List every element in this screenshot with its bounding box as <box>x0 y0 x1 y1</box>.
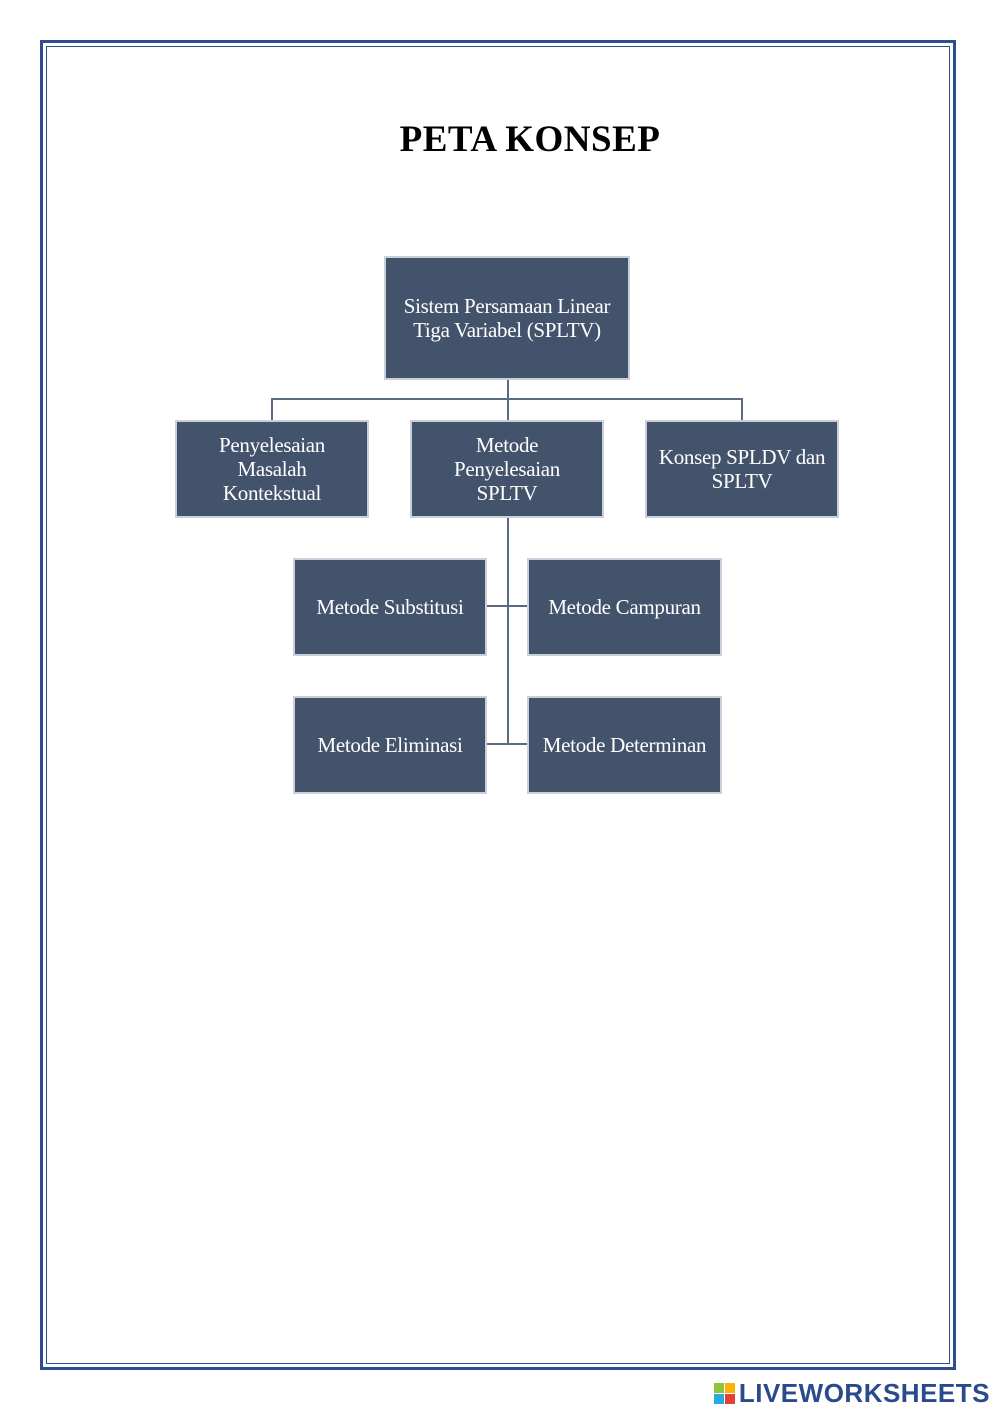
connector-mixed <box>509 605 528 607</box>
liveworksheets-brand: LIVEWORKSHEETS <box>713 1377 990 1408</box>
connector-root-down <box>507 380 509 400</box>
node-contextual-problem: Penyelesaian Masalah Kontekstual <box>175 420 369 518</box>
page-title: PETA KONSEP <box>399 119 661 160</box>
connector-to-contextual <box>271 398 273 420</box>
node-substitution-method: Metode Substitusi <box>293 558 487 656</box>
connector-methods-trunk <box>507 517 509 745</box>
page-border-outer <box>40 40 956 1370</box>
connector-to-methods <box>507 398 509 420</box>
connector-elimination <box>486 743 507 745</box>
connector-substitution <box>486 605 507 607</box>
node-mixed-method: Metode Campuran <box>527 558 722 656</box>
node-determinant-method: Metode Determinan <box>527 696 722 794</box>
liveworksheets-logo-icon <box>713 1382 735 1404</box>
node-spltv: Sistem Persamaan Linear Tiga Variabel (S… <box>384 256 630 380</box>
brand-text: LIVEWORKSHEETS <box>738 1377 990 1408</box>
page-border-inner <box>46 46 950 1364</box>
node-solution-methods: Metode Penyelesaian SPLTV <box>410 420 604 518</box>
connector-to-concept <box>741 398 743 420</box>
connector-determinant <box>509 743 528 745</box>
node-elimination-method: Metode Eliminasi <box>293 696 487 794</box>
node-spldv-spltv-concept: Konsep SPLDV dan SPLTV <box>645 420 839 518</box>
